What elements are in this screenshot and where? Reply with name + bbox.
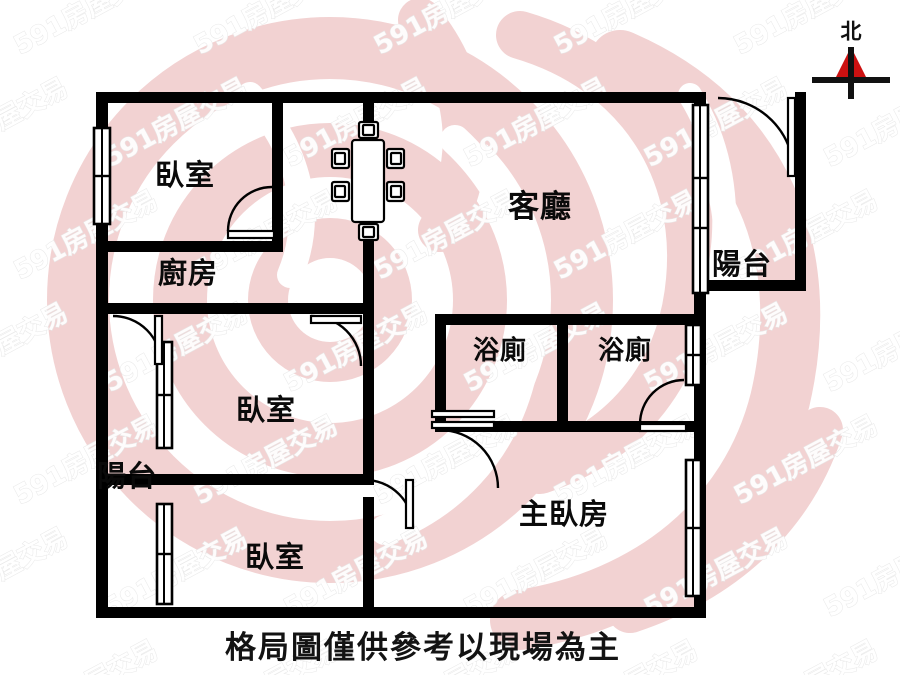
walls <box>96 92 806 618</box>
compass-cross-horizontal <box>812 77 890 83</box>
watermark-text: 591房屋交易 <box>9 635 163 675</box>
north-label: 北 <box>841 19 862 44</box>
door-bedroom-top-left <box>226 185 276 240</box>
watermark-text: 591房屋交易 <box>819 297 900 399</box>
window-bedroom-bottom <box>155 502 174 606</box>
room-label-living-room: 客廳 <box>508 189 572 225</box>
room-label-bedroom-mid-left: 臥室 <box>236 393 296 427</box>
room-label-kitchen: 廚房 <box>158 256 218 290</box>
door-bedroom-mid-left <box>309 314 363 367</box>
window-corridor-right <box>684 323 703 387</box>
windows <box>92 103 710 606</box>
door-bathroom-left <box>430 409 500 489</box>
watermark-text: 591房屋交易 <box>0 72 73 174</box>
door-balcony-right-entry <box>717 96 797 178</box>
door-bedroom-bottom <box>364 478 415 530</box>
watermark-text: 591房屋交易 <box>819 72 900 174</box>
north-indicator: 北 <box>812 19 890 99</box>
watermark-text: 591房屋交易 <box>0 522 73 624</box>
room-label-bedroom-top-left: 臥室 <box>155 158 215 192</box>
compass-cross-vertical <box>848 47 854 99</box>
room-label-balcony-right: 陽台 <box>712 247 772 281</box>
sliding-door-living-to-balcony <box>691 103 710 295</box>
dining-table-with-six-chairs <box>330 120 406 242</box>
door-bathroom-right <box>638 378 688 433</box>
door-bedroom-mid-left-upper <box>112 314 164 366</box>
window-master-bedroom <box>684 458 703 598</box>
room-label-bedroom-bottom: 臥室 <box>245 540 305 574</box>
watermark-text: 591房屋交易 <box>729 635 883 675</box>
room-label-bathroom-left: 浴廁 <box>473 335 527 366</box>
room-label-balcony-left: 陽台 <box>97 459 157 493</box>
window-bedroom-top-left <box>92 126 112 226</box>
watermark-text: 591房屋交易 <box>9 0 163 61</box>
room-label-bathroom-right: 浴廁 <box>598 335 652 366</box>
window-bedroom-mid-left <box>155 340 174 450</box>
watermark-text: 591房屋交易 <box>819 522 900 624</box>
disclaimer-caption: 格局圖僅供參考以現場為主 <box>225 630 621 666</box>
room-label-master-bedroom: 主臥房 <box>519 497 609 531</box>
doors <box>112 96 797 530</box>
room-labels: 臥室廚房客廳陽台浴廁浴廁臥室陽台臥室主臥房 <box>97 158 772 574</box>
